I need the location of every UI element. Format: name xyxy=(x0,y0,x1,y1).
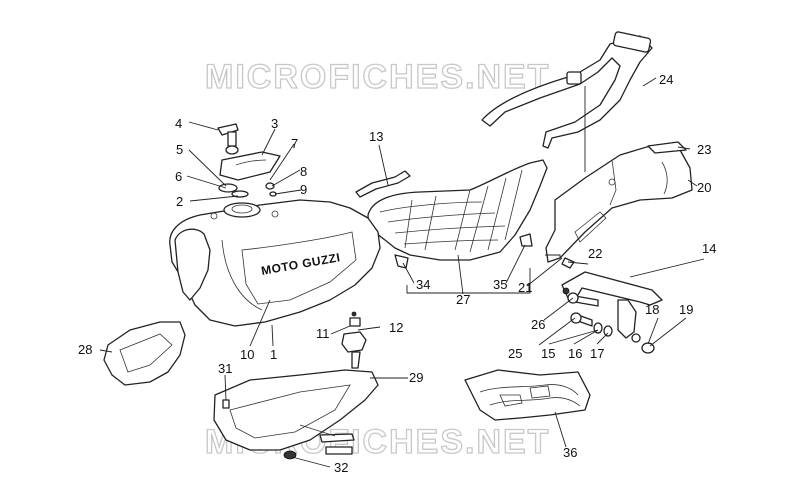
callout-31: 31 xyxy=(218,361,232,376)
callout-34: 34 xyxy=(416,277,430,292)
callout-14: 14 xyxy=(702,241,716,256)
fasteners-right xyxy=(561,257,655,354)
callout-28: 28 xyxy=(78,342,92,357)
callout-1: 1 xyxy=(270,347,277,362)
callout-35: 35 xyxy=(493,277,507,292)
tail-fairing-part xyxy=(545,141,693,263)
callout-13: 13 xyxy=(369,129,383,144)
callout-5: 5 xyxy=(176,142,183,157)
right-side-cover-part xyxy=(213,369,379,460)
callout-12: 12 xyxy=(389,320,403,335)
callout-8: 8 xyxy=(300,164,307,179)
seat-strap-part xyxy=(355,170,411,198)
callout-27: 27 xyxy=(456,292,470,307)
callout-24: 24 xyxy=(659,72,673,87)
callout-20: 20 xyxy=(697,180,711,195)
fuel-tank-part: MOTO GUZZI xyxy=(169,199,381,327)
callout-2: 2 xyxy=(176,194,183,209)
callout-16: 16 xyxy=(568,346,582,361)
callout-labels-bracket: 15 16 17 xyxy=(541,346,604,361)
callout-15-label: 15 xyxy=(541,346,555,361)
grab-rail-part xyxy=(481,31,653,149)
callout-9: 9 xyxy=(300,182,307,197)
callout-26: 26 xyxy=(531,317,545,332)
seat-part xyxy=(367,159,548,269)
callout-32: 32 xyxy=(334,460,348,475)
callout-19: 19 xyxy=(679,302,693,317)
callout-10: 10 xyxy=(240,347,254,362)
callout-17: 17 xyxy=(590,346,604,361)
fuel-tap-part xyxy=(341,311,367,369)
callout-36: 36 xyxy=(563,445,577,460)
callout-labels: 4 3 5 6 2 7 8 9 10 1 11 12 13 34 27 35 2… xyxy=(78,72,716,475)
watermark-top: MICROFICHES.NET xyxy=(205,58,550,96)
callout-29: 29 xyxy=(409,370,423,385)
callout-22: 22 xyxy=(588,246,602,261)
callout-3: 3 xyxy=(271,116,278,131)
callout-23: 23 xyxy=(697,142,711,157)
callout-6: 6 xyxy=(175,169,182,184)
fuel-cap-parts xyxy=(217,123,281,198)
callout-25: 25 xyxy=(508,346,522,361)
leader-lines xyxy=(99,77,705,468)
callout-18: 18 xyxy=(645,302,659,317)
left-side-cover-part xyxy=(103,321,186,386)
callout-7: 7 xyxy=(291,136,298,151)
rubber-mat-part xyxy=(464,369,591,421)
callout-11: 11 xyxy=(316,326,330,341)
callout-4: 4 xyxy=(175,116,182,131)
callout-21: 21 xyxy=(518,280,532,295)
